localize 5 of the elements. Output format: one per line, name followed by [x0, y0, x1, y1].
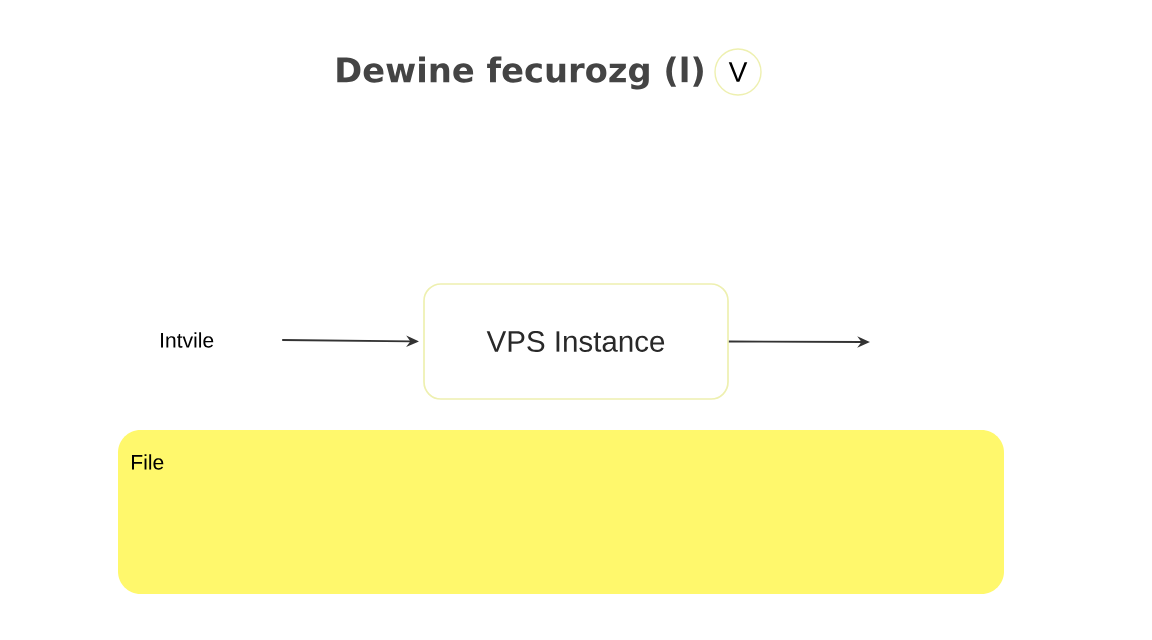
title: Dewine fecurozg (l)	[337, 56, 703, 90]
circle-badge: V	[714, 48, 762, 96]
input-label: Intvile	[161, 332, 214, 348]
band-box: File	[118, 430, 1004, 594]
process-box: VPS Instance	[423, 283, 729, 400]
